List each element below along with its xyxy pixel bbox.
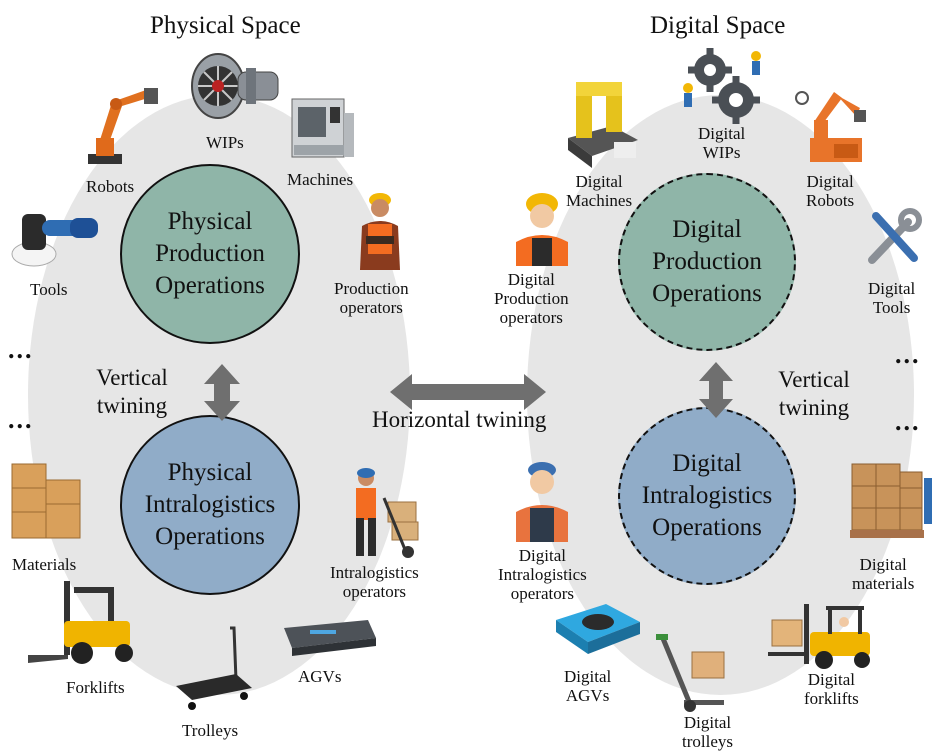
hand-truck-icon [656, 634, 725, 712]
digital-boxes-icon [850, 463, 932, 538]
digital-forklift-icon [768, 604, 870, 669]
digital-agv-icon [556, 604, 640, 654]
turbine-engine-icon [191, 53, 279, 119]
horizontal-twining-arrow [390, 374, 546, 410]
wips-label: WIPs [206, 133, 244, 152]
machines-label: Machines [287, 170, 354, 189]
industrial-robot-icon [88, 88, 158, 164]
intralogistics-operator-icon [356, 468, 419, 558]
trolley-icon [176, 626, 252, 710]
digital-ellipsis-top: ... [895, 340, 921, 369]
physical-ellipsis-bottom: ... [8, 405, 34, 434]
physical-vertical-arrow [204, 364, 240, 421]
cnc-machine-icon [291, 98, 354, 158]
digital-robot-icon [795, 91, 866, 162]
horizontal-twining-label: Horizontal twining [372, 407, 547, 432]
materials-label: Materials [12, 555, 77, 574]
digital-space-title: Digital Space [650, 12, 786, 39]
robots-label: Robots [86, 177, 135, 196]
forklift-icon [28, 581, 133, 664]
production-operator-icon [360, 193, 400, 270]
agvs-label: AGVs [298, 667, 342, 686]
forklifts-label: Forklifts [66, 678, 125, 697]
digital-machine-icon [568, 82, 638, 168]
digital-intralogistics-operator-icon [516, 462, 568, 542]
trolleys-label: Trolleys [182, 721, 239, 740]
digital-vertical-arrow [699, 362, 733, 418]
digital-production-operator-icon [516, 193, 568, 266]
physical-ellipsis-top: ... [8, 335, 34, 364]
wrench-screwdriver-icon [868, 208, 922, 264]
agv-icon [284, 620, 376, 656]
cardboard-boxes-icon [11, 463, 81, 539]
polisher-tool-icon [11, 214, 98, 267]
physical-space-title: Physical Space [150, 12, 301, 39]
digital-ellipsis-bottom: ... [895, 407, 921, 436]
gears-icon [683, 48, 761, 124]
tools-label: Tools [30, 280, 68, 299]
